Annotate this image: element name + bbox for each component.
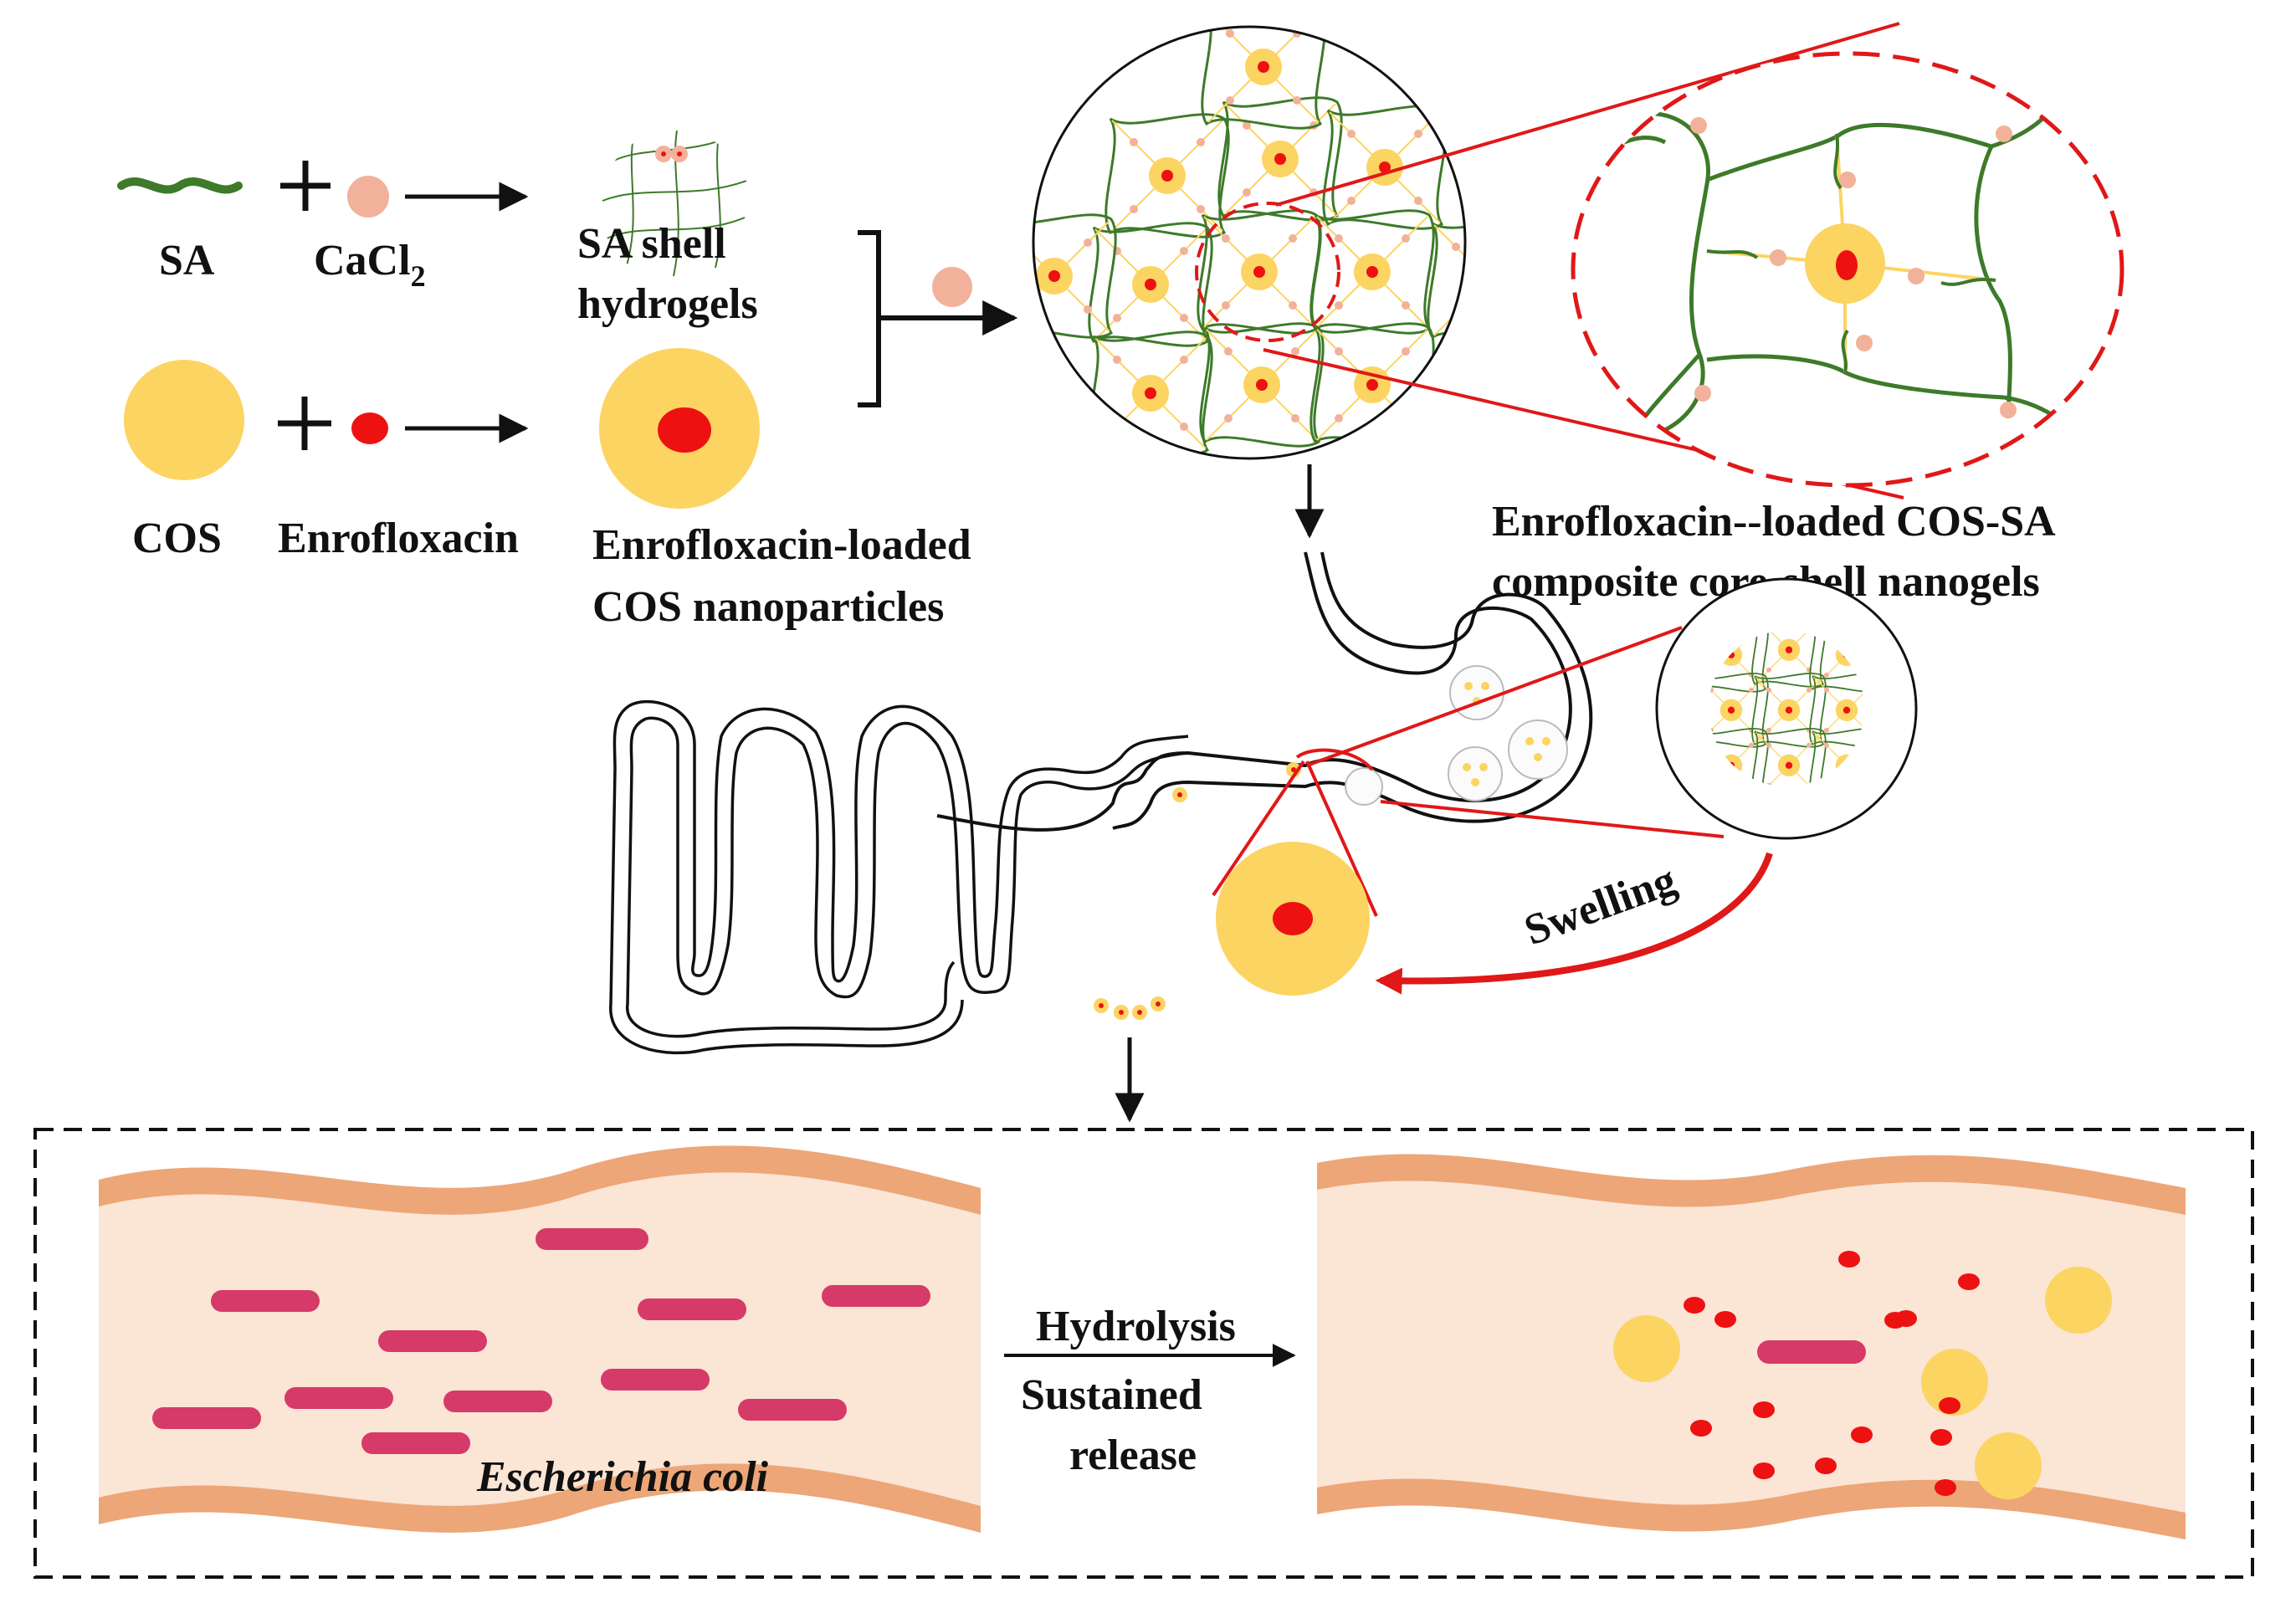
combine-bracket [858,230,1018,407]
loaded-np-label-2: COS nanoparticles [592,583,944,631]
bacteria-group [152,1228,930,1454]
loaded-np-label-1: Enrofloxacin-loaded [592,521,971,569]
plus-icon [280,161,331,211]
nanogel-label-1: Enrofloxacin--loaded COS-SA [1492,498,2056,545]
released-drug-dots [1684,1251,1980,1496]
released-cos-nanoparticle [1216,842,1370,996]
cacl2-particle [932,267,972,307]
gi-tract [936,551,1593,832]
cos-nanoparticles [1613,1267,2112,1499]
sa-chain-icon [117,177,243,194]
bacterium [1757,1340,1866,1364]
enrofloxacin-particle [351,412,388,444]
swelling-label: Swelling [1519,856,1683,955]
small-intestine [609,699,1189,1055]
intestine-segment-before: Escherichia coli [99,1145,981,1533]
cos-label: COS [132,515,222,562]
cos-particle [124,360,244,480]
enrofloxacin-label: Enrofloxacin [278,515,519,562]
sustained-label-1: Sustained [1021,1371,1202,1419]
gi-callout-lines [1212,626,1725,917]
stomach-nanogel-zoom [1655,577,1918,840]
sustained-label-2: release [1069,1432,1197,1479]
intestine-panel [33,1128,2254,1579]
sa-shell-label-1: SA shell [577,220,726,268]
swelling-arrow [1375,852,1773,995]
nanogel-network-circle [1032,25,1467,460]
cacl2-label: CaCl2 [314,237,426,293]
plus-icon [278,397,331,450]
sa-shell-label-2: hydrogels [577,280,758,328]
hydrolysis-label: Hydrolysis [1036,1303,1236,1350]
zoomed-crosslink-view [1571,51,2124,488]
intestine-segment-after [1317,1154,2186,1539]
ecoli-label: Escherichia coli [476,1453,769,1501]
loaded-cos-nanoparticle-icon [599,348,760,509]
cacl2-particle [347,176,389,218]
sa-label: SA [159,237,215,284]
